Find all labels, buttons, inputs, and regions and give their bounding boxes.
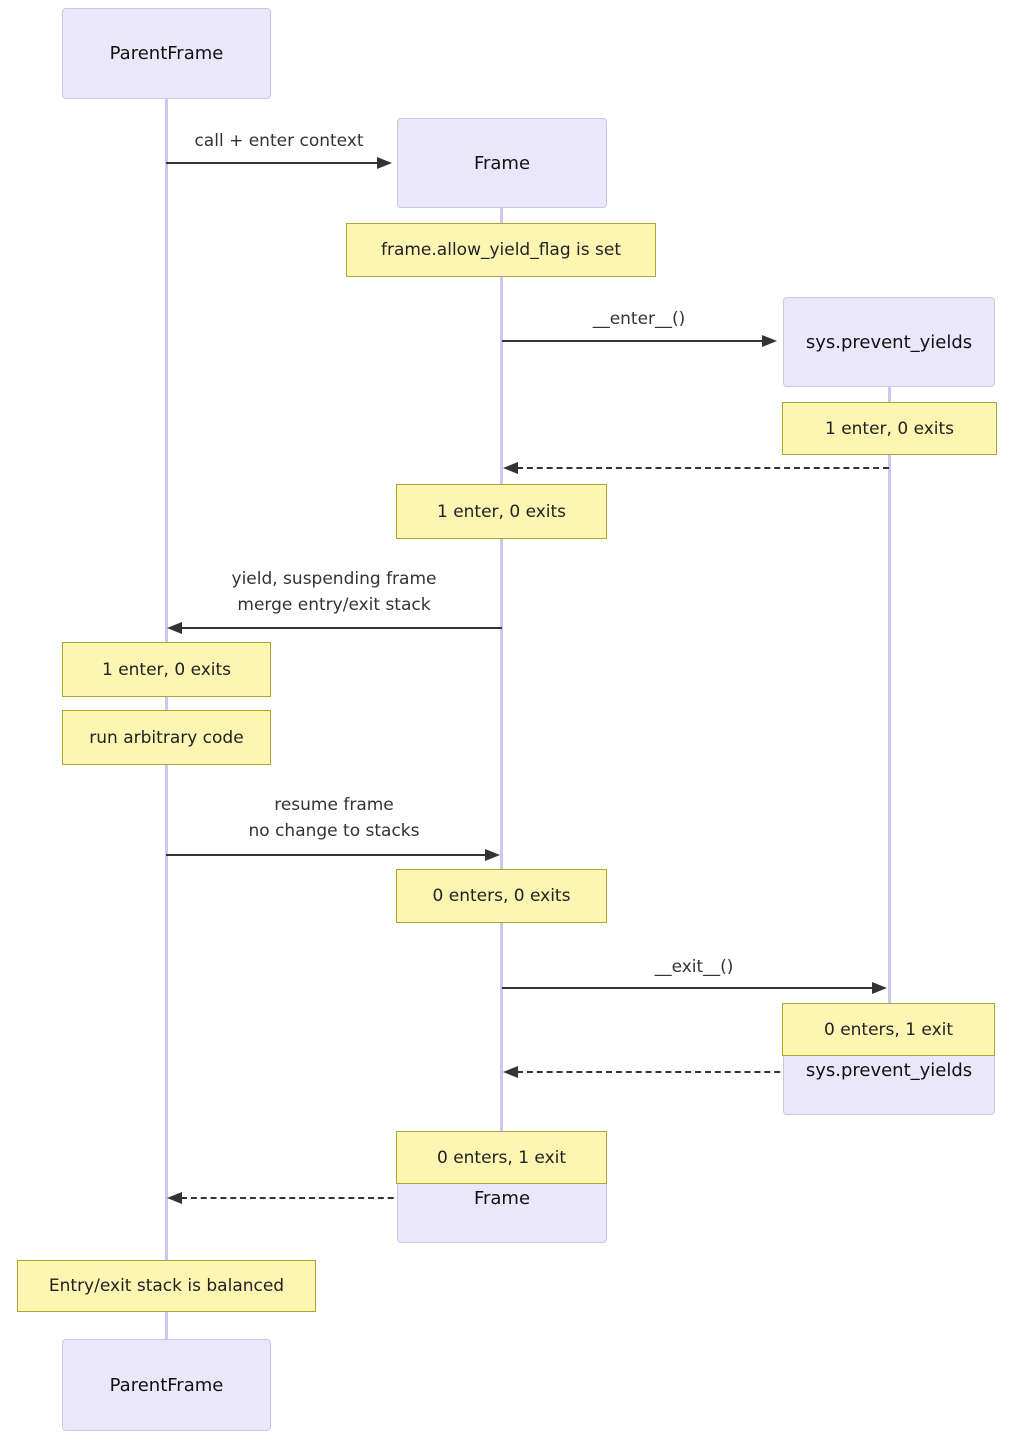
arrowhead-left-icon — [503, 462, 518, 474]
arrowhead-right-icon — [762, 335, 777, 347]
actor-box-sys-prevent-yields-top: sys.prevent_yields — [783, 297, 995, 387]
note-sys-0-enters-1-exit: 0 enters, 1 exit — [782, 1003, 995, 1056]
note-sys-1-enter-0-exits: 1 enter, 0 exits — [782, 402, 997, 455]
actor-label: sys.prevent_yields — [805, 331, 973, 353]
message-label-exit: __exit__() — [654, 957, 734, 977]
note-text: 1 enter, 0 exits — [101, 659, 232, 680]
actor-label: ParentFrame — [109, 43, 224, 64]
message-label-enter: __enter__() — [592, 309, 686, 329]
note-text: run arbitrary code — [89, 727, 244, 748]
arrowhead-left-icon — [167, 1192, 182, 1204]
note-text: 0 enters, 1 exit — [436, 1147, 567, 1168]
message-line-return-enter — [517, 467, 889, 469]
arrowhead-right-icon — [485, 849, 500, 861]
message-line-yield — [181, 627, 502, 629]
note-run-arbitrary-code: run arbitrary code — [62, 710, 271, 765]
arrowhead-left-icon — [167, 622, 182, 634]
message-label-call-enter-context: call + enter context — [194, 131, 364, 151]
message-line-resume — [166, 854, 486, 856]
actor-label: Frame — [473, 1187, 531, 1209]
actor-box-parentframe-bottom: ParentFrame — [62, 1339, 271, 1431]
lifeline-frame — [500, 208, 503, 1243]
note-frame-1-enter-0-exits: 1 enter, 0 exits — [396, 484, 607, 539]
message-label-line: merge entry/exit stack — [237, 595, 431, 615]
note-text: 1 enter, 0 exits — [436, 501, 567, 522]
message-line-call-enter-context — [166, 162, 378, 164]
note-parent-1-enter-0-exits: 1 enter, 0 exits — [62, 642, 271, 697]
arrowhead-right-icon — [377, 157, 392, 169]
actor-label: ParentFrame — [109, 1374, 224, 1396]
note-allow-yield-flag: frame.allow_yield_flag is set — [346, 223, 656, 277]
message-line-exit — [502, 987, 873, 989]
note-text: Entry/exit stack is balanced — [48, 1276, 285, 1296]
message-label-line: resume frame — [274, 795, 394, 815]
message-line-return-frame — [181, 1197, 502, 1199]
message-line-enter — [502, 340, 763, 342]
actor-box-parentframe-top: ParentFrame — [62, 8, 271, 99]
arrowhead-right-icon — [872, 982, 887, 994]
lifeline-sys-prevent-yields — [888, 387, 891, 1115]
note-text: 1 enter, 0 exits — [824, 418, 955, 439]
note-stack-balanced: Entry/exit stack is balanced — [17, 1260, 316, 1312]
actor-label: Frame — [473, 152, 531, 174]
note-frame-0-enters-1-exit: 0 enters, 1 exit — [396, 1131, 607, 1184]
note-frame-0-enters-0-exits: 0 enters, 0 exits — [396, 869, 607, 923]
message-label-line: no change to stacks — [248, 821, 420, 841]
note-text: 0 enters, 1 exit — [823, 1019, 954, 1040]
actor-label: sys.prevent_yields — [805, 1059, 973, 1081]
message-line-return-exit — [517, 1071, 889, 1073]
actor-box-frame-top: Frame — [397, 118, 607, 208]
note-text: frame.allow_yield_flag is set — [380, 240, 622, 260]
message-label-line: yield, suspending frame — [231, 569, 437, 589]
message-label-resume: resume frame no change to stacks — [248, 792, 419, 844]
arrowhead-left-icon — [503, 1066, 518, 1078]
message-label-yield: yield, suspending frame merge entry/exit… — [232, 566, 437, 618]
note-text: 0 enters, 0 exits — [432, 886, 571, 906]
